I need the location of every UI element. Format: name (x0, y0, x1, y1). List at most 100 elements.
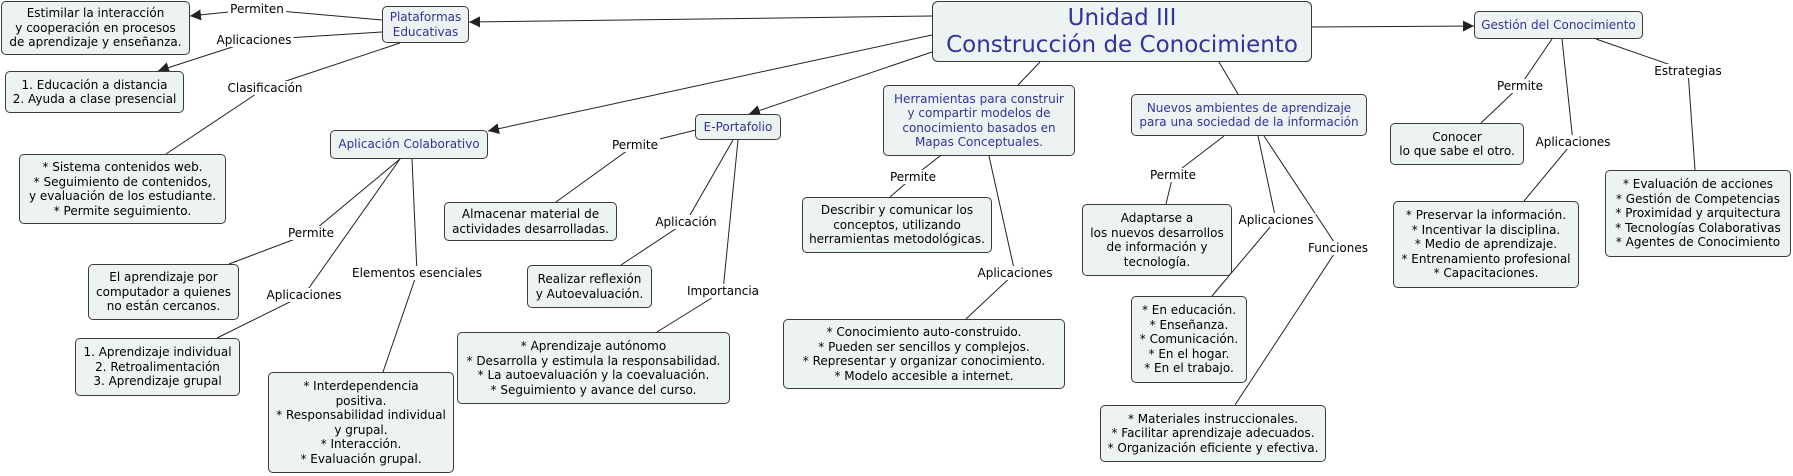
node-text-line: no están cercanos. (106, 299, 221, 314)
node-text-line: lo que sabe el otro. (1399, 144, 1515, 158)
node-text-line: * En el trabajo. (1144, 361, 1234, 376)
concept-node-e-portafolio: E-Portafolio (695, 114, 781, 140)
node-text-line: y Autoevaluación. (535, 286, 644, 301)
node-text-line: 2. Retroalimentación (95, 359, 220, 374)
link-label-permite: Permite (1147, 168, 1199, 182)
node-text-line: * Gestión de Competencias (1615, 191, 1780, 206)
node-text-line: * En educación. (1141, 303, 1237, 318)
link-label-permiten: Permiten (228, 2, 286, 16)
node-text-line: * Modelo accesible a internet. (834, 368, 1014, 383)
node-text-line: * Medio de aprendizaje. (1414, 237, 1558, 252)
node-text-line: y evaluación de los estudiante. (28, 189, 217, 203)
link-label-aplicaciones: Aplicaciones (1236, 213, 1316, 227)
node-text-line: tecnología. (1123, 254, 1191, 269)
node-text-line: * Conocimiento auto-construido. (826, 325, 1022, 339)
connector-line (1017, 61, 1041, 86)
link-label-aplicacion: Aplicación (653, 215, 719, 229)
node-text-line: * En el hogar. (1148, 346, 1230, 361)
node-text-line: * Organización eficiente y efectiva. (1107, 440, 1319, 455)
node-text-line: * Desarrolla y estimula la responsabilid… (466, 353, 721, 368)
node-text-line: Herramientas para construir (894, 91, 1064, 106)
node-text-line: * Tecnologías Colaborativas (1615, 220, 1781, 235)
connector-line (620, 139, 734, 266)
node-text-line: Almacenar material de (461, 207, 600, 221)
connector-arrow-line (1311, 20, 1475, 32)
node-text-line: * Evaluación de acciones (1622, 177, 1774, 192)
node-text-line: * Incentivar la disciplina. (1411, 222, 1561, 237)
connector-line (1523, 38, 1574, 202)
link-label-permite: Permite (1494, 79, 1546, 93)
node-text-line: Estimilar la interacción (26, 6, 165, 21)
node-text-line: y compartir modelos de (907, 106, 1051, 120)
node-text-line: Realizar reflexión (537, 272, 642, 286)
node-text-line: * Entrenamiento profesional (1401, 251, 1571, 266)
concept-node-materiales-instruccionales: * Materiales instruccionales.* Facilitar… (1100, 405, 1326, 462)
node-text-line: 1. Educación a distancia (21, 77, 168, 92)
connector-line (216, 158, 401, 339)
node-text-line: * Permite seguimiento. (53, 203, 192, 218)
node-text-line: * Proximidad y arquitectura (1615, 206, 1781, 221)
node-text-line: Describir y comunicar los (820, 203, 974, 218)
node-text-line: computador a quienes (96, 284, 231, 299)
concept-node-preservar-la-informacion: * Preservar la información.* Incentivar … (1393, 201, 1579, 288)
link-label-permite: Permite (285, 226, 337, 240)
node-text-line: * Seguimiento y avance del curso. (490, 382, 697, 397)
concept-node-gestion-del-conocimiento: Gestión del Conocimiento (1474, 11, 1643, 39)
node-text-line: El aprendizaje por (109, 270, 218, 285)
node-text-line: * Preservar la información. (1405, 208, 1567, 223)
node-text-line: * Capacitaciones. (1433, 266, 1539, 281)
connector-arrow-line (189, 8, 383, 21)
node-text-line: Mapas Conceptuales. (914, 135, 1044, 149)
link-label-aplicaciones: Aplicaciones (975, 266, 1055, 280)
concept-node-en-educacion: * En educación.* Enseñanza.* Comunicació… (1131, 296, 1247, 383)
connector-line (1595, 38, 1696, 171)
node-text-line: * Pueden ser sencillos y complejos. (818, 339, 1030, 354)
concept-node-evaluacion-de-acciones: * Evaluación de acciones* Gestión de Com… (1605, 170, 1791, 257)
connector-arrow-line (748, 51, 933, 116)
link-label-funciones: Funciones (1306, 241, 1370, 255)
node-text-line: E-Portafolio (703, 119, 773, 134)
node-text-line: * Representar y organizar conocimiento. (802, 354, 1046, 368)
link-label-aplicaciones: Aplicaciones (1533, 135, 1613, 149)
node-text-line: positiva. (335, 393, 387, 408)
link-label-estrategias: Estrategias (1652, 64, 1724, 78)
node-text-line: Aplicación Colaborativo (338, 137, 480, 152)
node-text-line: de aprendizaje y enseñanza. (9, 35, 182, 50)
concept-node-aplicacion-colaborativo: Aplicación Colaborativo (330, 130, 488, 159)
node-text-line: * Interdependencia (303, 379, 419, 393)
concept-node-sistema-contenidos-web: * Sistema contenidos web.* Seguimiento d… (19, 154, 226, 224)
node-text-line: y cooperación en procesos (15, 20, 176, 35)
node-text-line: * Evaluación grupal. (300, 451, 422, 466)
node-text-line: los nuevos desarrollos (1090, 225, 1224, 240)
node-text-line: Educativas (392, 24, 459, 39)
node-text-line: de información y (1106, 240, 1208, 254)
node-text-line: * Interacción. (320, 437, 402, 451)
node-text-line: conceptos, utilizando (833, 217, 961, 232)
node-text-line: y grupal. (334, 422, 388, 437)
connector-arrow-line (468, 15, 933, 28)
node-text-line: Unidad III (1067, 4, 1177, 31)
link-label-importancia: Importancia (684, 284, 762, 298)
link-label-permite: Permite (609, 138, 661, 152)
node-text-line: conocimiento basados en (902, 120, 1056, 135)
connector-line (656, 139, 739, 333)
node-text-line: Construcción de Conocimiento (946, 31, 1298, 58)
node-text-line: * Aprendizaje autónomo (520, 339, 667, 353)
connector-line (228, 158, 401, 265)
node-text-line: * Facilitar aprendizaje adecuados. (1111, 426, 1315, 441)
link-label-elementos-esenciales: Elementos esenciales (350, 266, 484, 280)
node-text-line: * Agentes de Conocimiento (1615, 235, 1781, 250)
node-text-line: Plataformas (389, 10, 462, 24)
connector-arrow-line (487, 34, 933, 135)
